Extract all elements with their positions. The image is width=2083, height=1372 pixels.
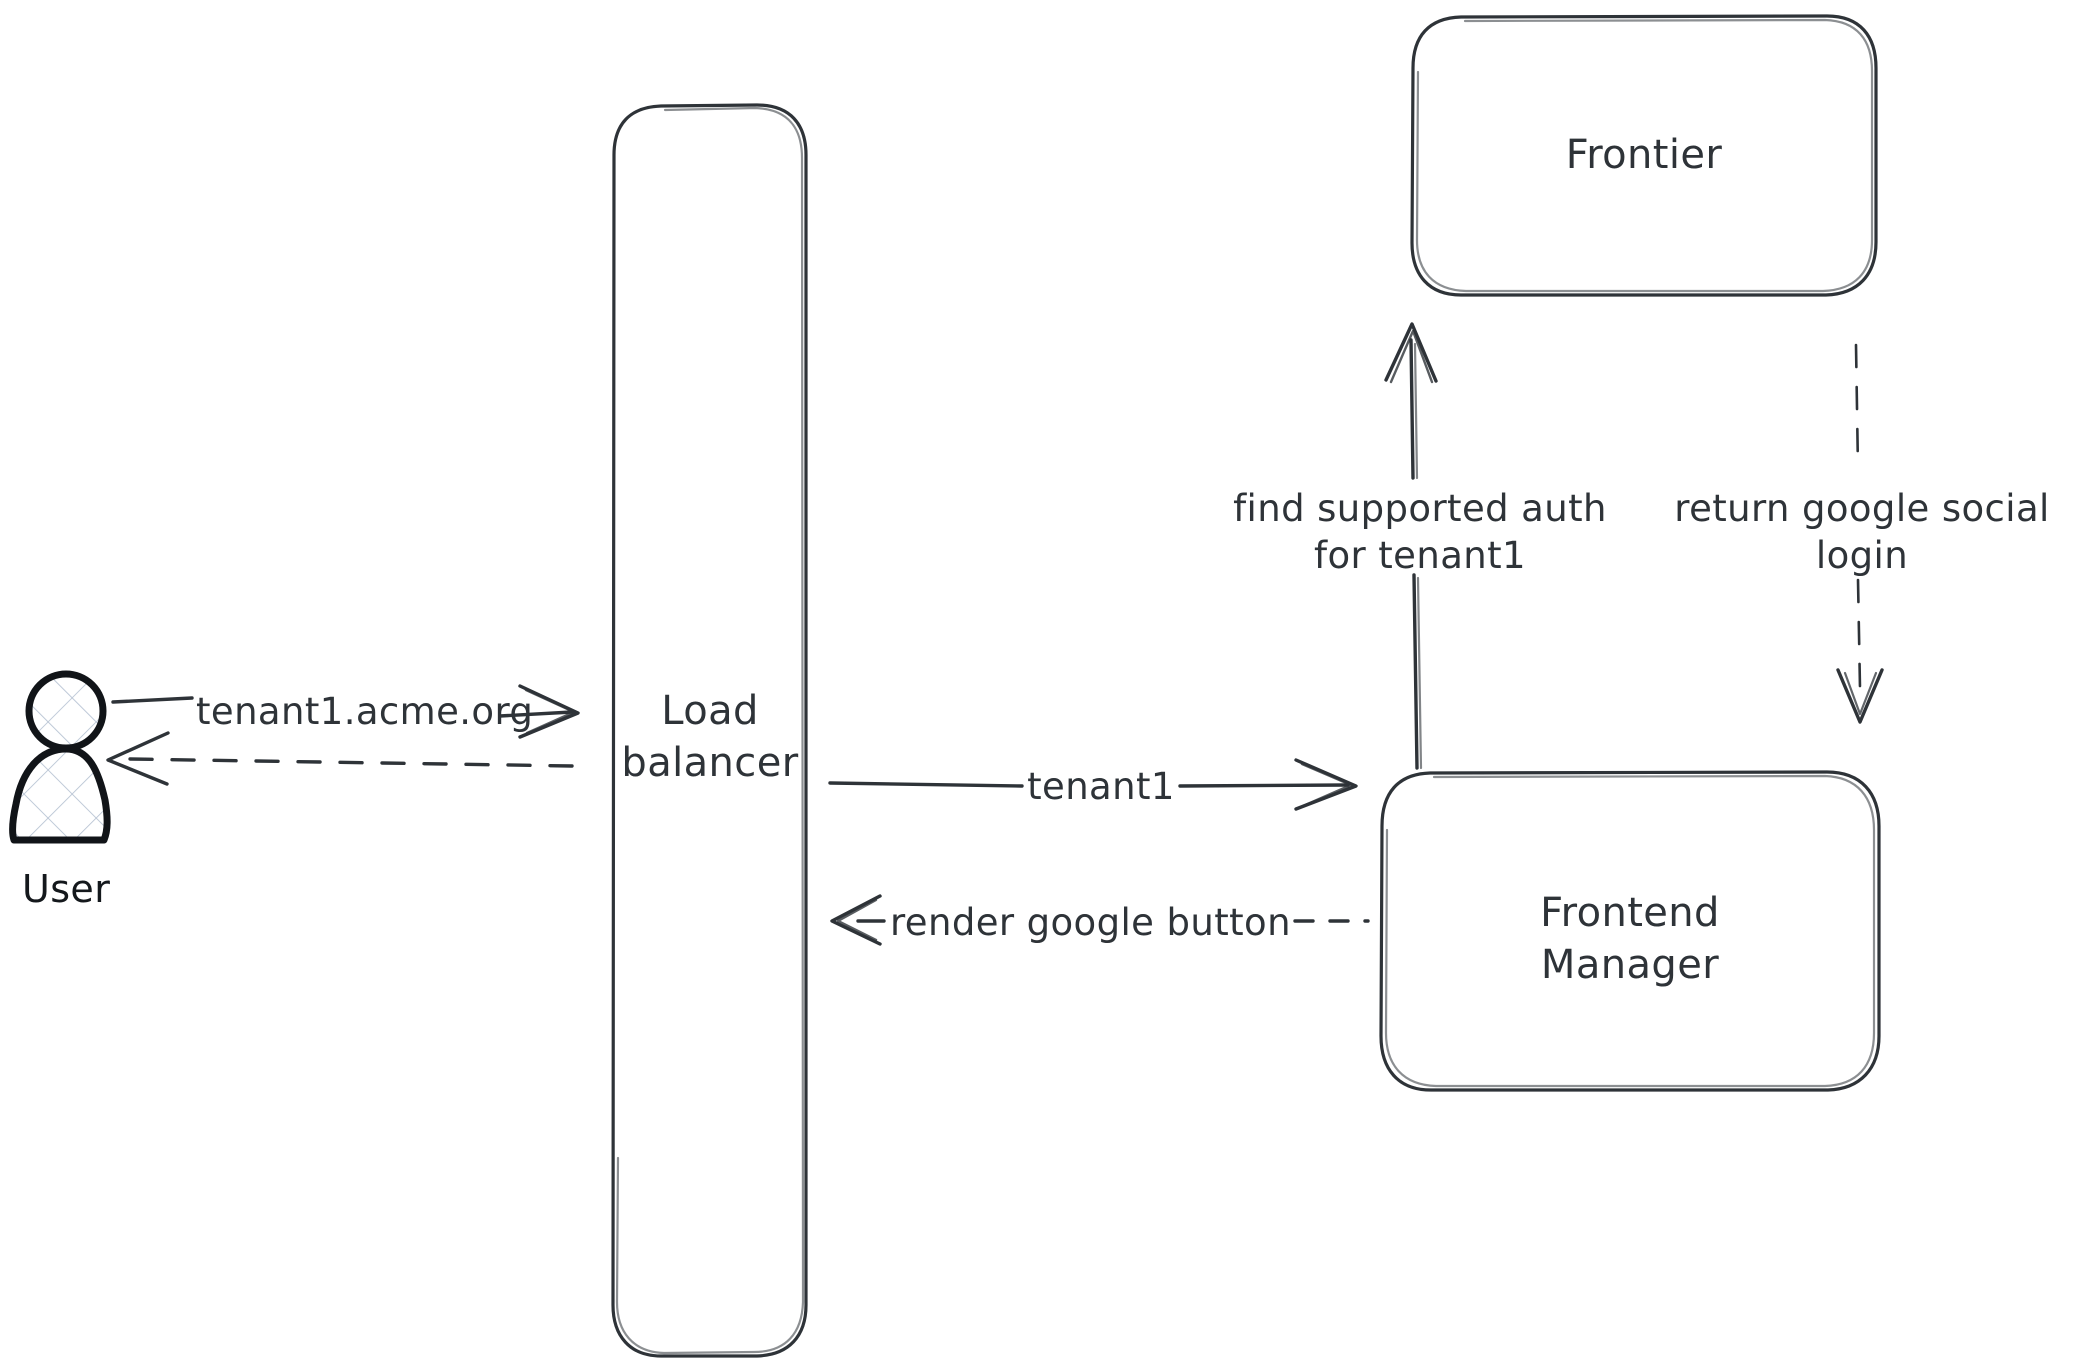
frontier-label: Frontier	[1566, 132, 1723, 178]
edge-label-tenant1: tenant1	[1027, 765, 1175, 808]
edge-frontend-manager-to-frontier	[1384, 322, 1438, 770]
user-person-icon	[9, 670, 111, 844]
edge-user-to-load-balancer	[111, 684, 580, 739]
load-balancer-node[interactable]	[611, 103, 808, 1358]
frontend-manager-label-line1: Frontend	[1540, 890, 1720, 936]
edge-label-tenant1-acme-org: tenant1.acme.org	[196, 690, 533, 733]
frontend-manager-node[interactable]	[1379, 770, 1881, 1092]
load-balancer-label-line1: Load	[661, 688, 759, 734]
user-label: User	[22, 867, 110, 911]
frontier-node[interactable]	[1410, 14, 1878, 297]
edge-label-find-supported-auth-line2: for tenant1	[1314, 534, 1526, 577]
edge-load-balancer-to-user	[106, 731, 574, 786]
edge-frontier-to-frontend-manager	[1836, 343, 1884, 724]
edge-label-return-google-social-line2: login	[1816, 534, 1908, 577]
load-balancer-label-line2: balancer	[621, 740, 798, 786]
frontend-manager-label-line2: Manager	[1541, 942, 1719, 988]
edge-frontend-manager-to-load-balancer	[830, 894, 1370, 946]
edge-load-balancer-to-frontend-manager	[828, 758, 1358, 811]
edge-label-return-google-social-line1: return google social	[1674, 487, 2049, 530]
edge-label-render-google-button: render google button	[890, 901, 1291, 944]
edge-label-find-supported-auth-line1: find supported auth	[1233, 487, 1607, 530]
